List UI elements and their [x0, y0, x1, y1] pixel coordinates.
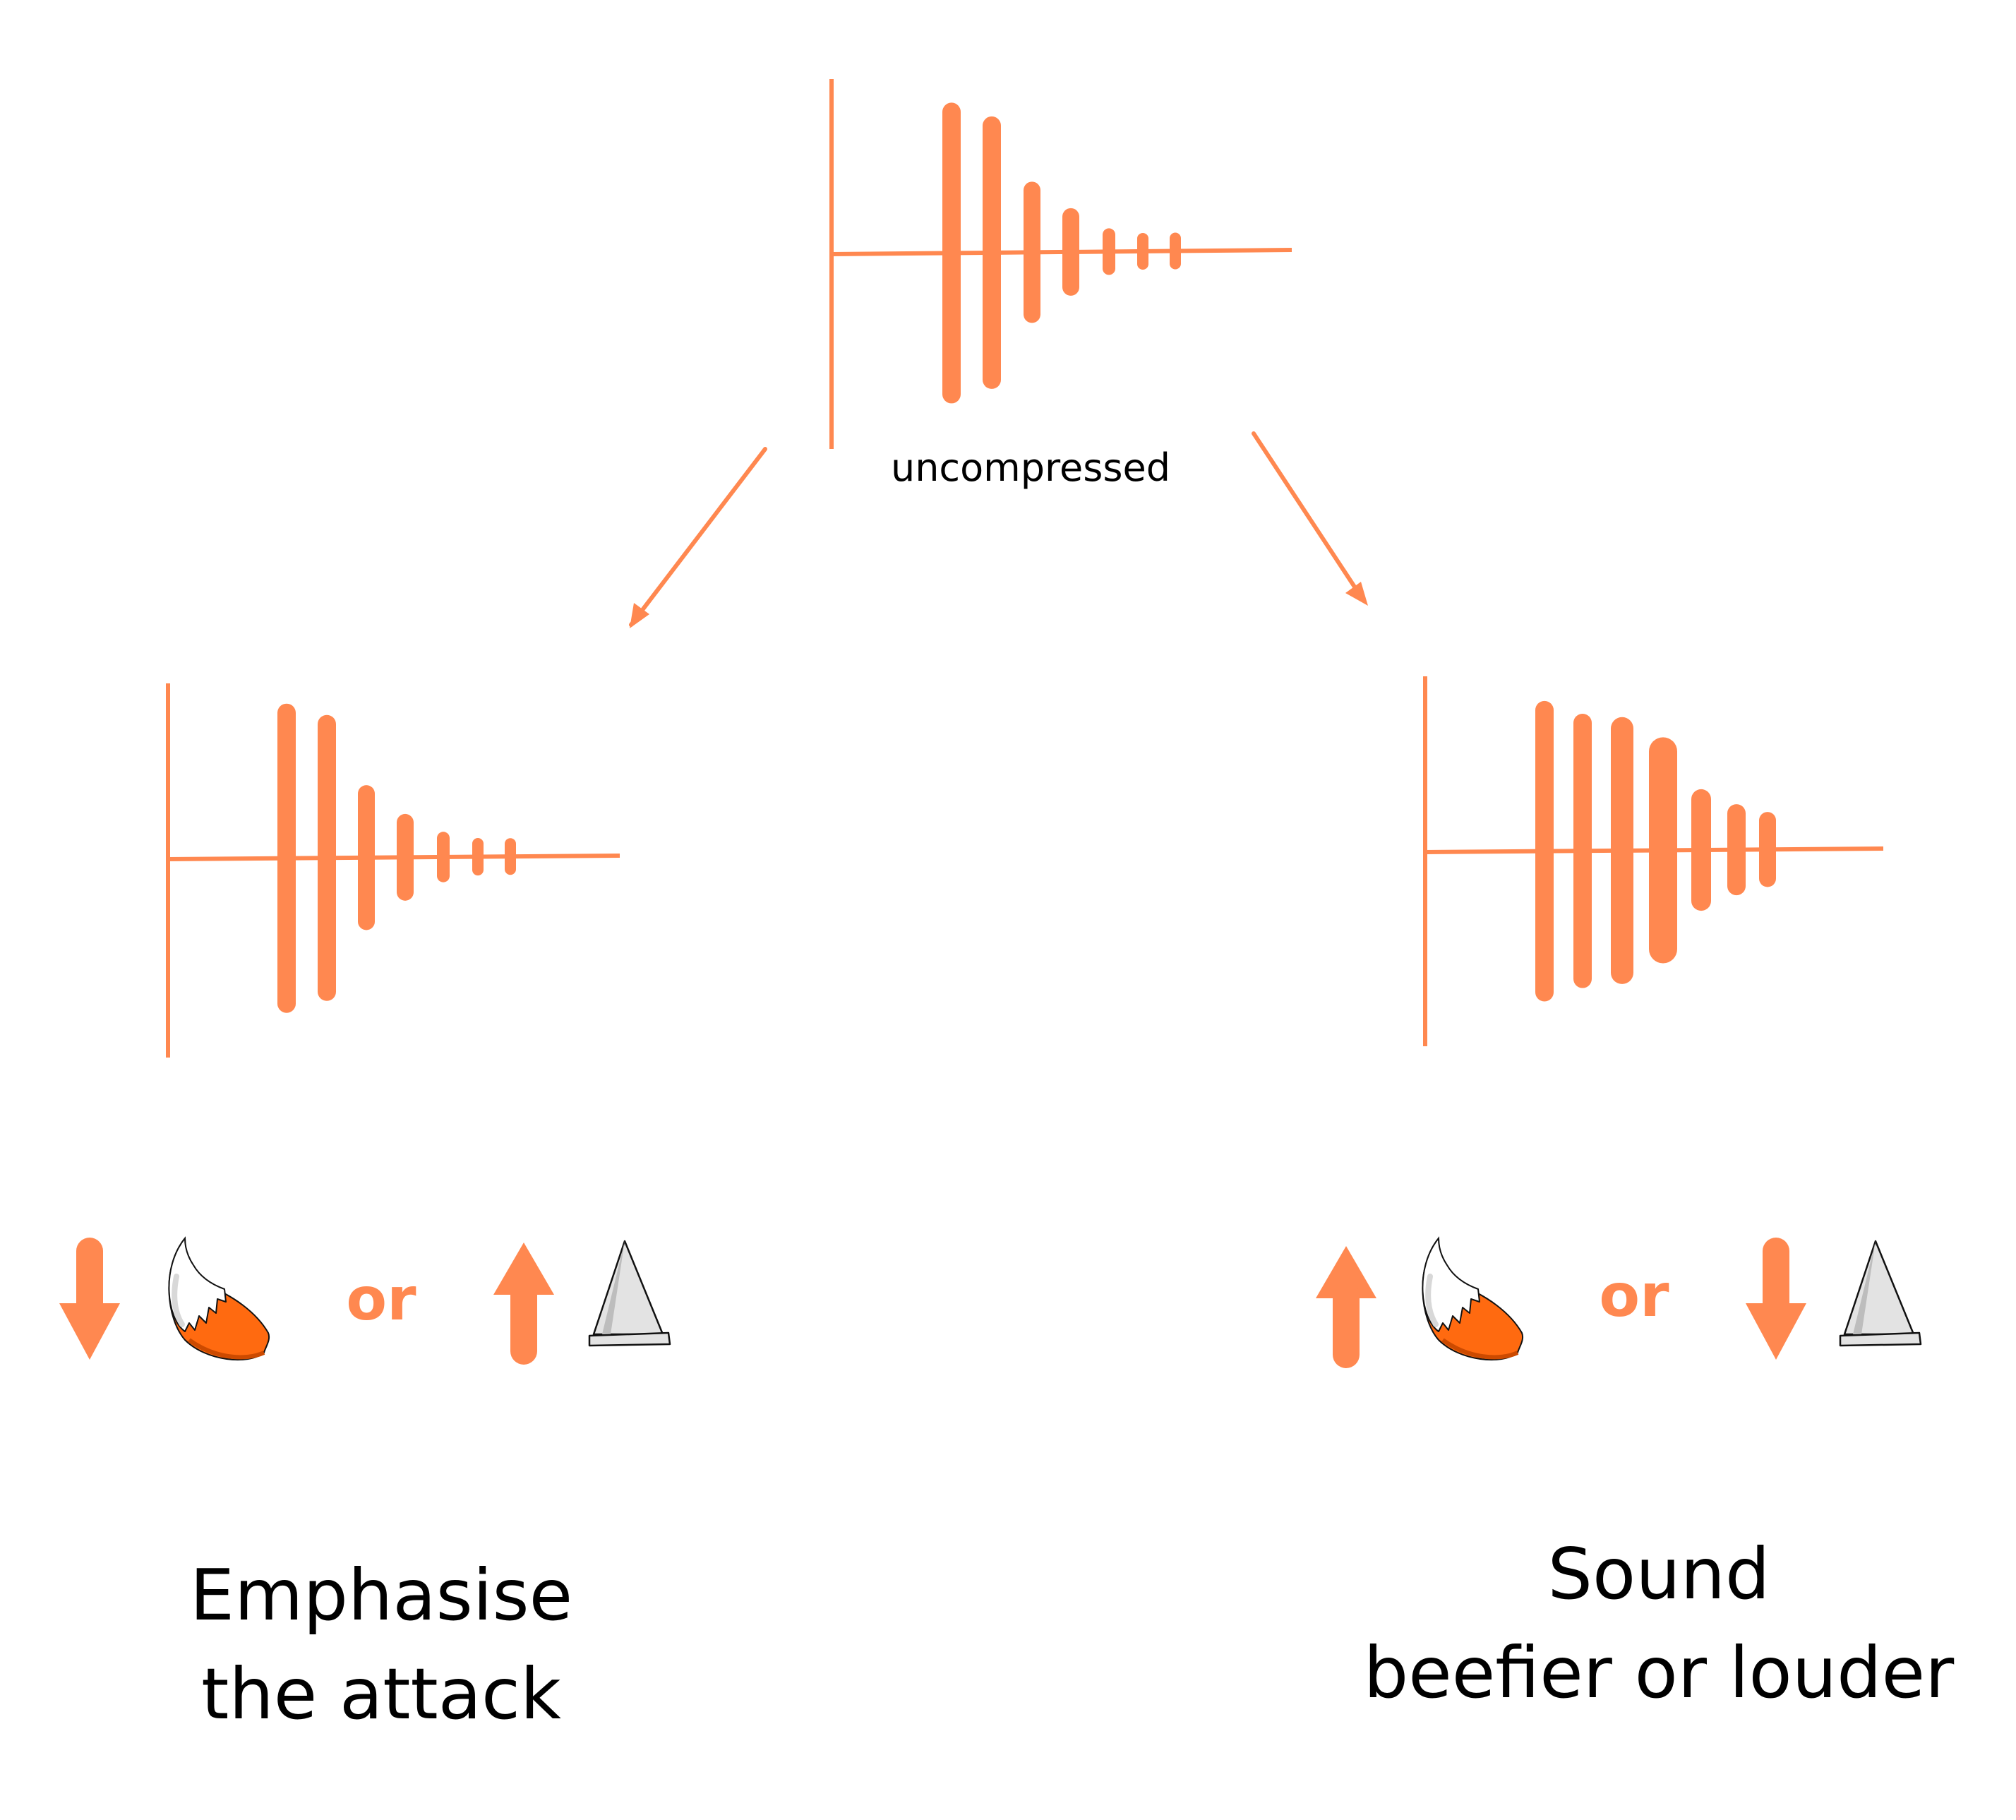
- caption-left-line2: the attack: [201, 1653, 561, 1735]
- arrow-to-beefier-head: [1345, 582, 1368, 606]
- caption-beefier: Sound beefier or louder: [1327, 1525, 1991, 1723]
- attack-up-arrow-icon: [1316, 1246, 1376, 1368]
- caption-right-line2: beefier or louder: [1363, 1632, 1955, 1714]
- or-label-left: or: [346, 1264, 416, 1334]
- waveform-uncompressed: [829, 79, 1292, 449]
- arrow-to-emphasise-attack-head: [630, 603, 649, 628]
- waveform-emphasise-attack: [166, 683, 620, 1058]
- waveform-baseline: [831, 248, 1292, 256]
- arrow-to-beefier: [1252, 431, 1364, 601]
- threshold-up-arrow-icon: [493, 1243, 554, 1365]
- caption-emphasise-attack: Emphasise the attack: [127, 1546, 635, 1744]
- attack-down-arrow-icon: [59, 1238, 120, 1360]
- fox-tail-icon: [1422, 1236, 1524, 1360]
- caption-right-line1: Sound: [1547, 1533, 1770, 1615]
- caption-left-line1: Emphasise: [189, 1554, 573, 1636]
- fox-tail-icon: [168, 1236, 270, 1360]
- uncompressed-label: uncompressed: [890, 445, 1171, 490]
- or-label-right: or: [1599, 1261, 1669, 1330]
- threshold-down-arrow-icon: [1746, 1238, 1806, 1360]
- waveform-baseline: [167, 854, 620, 861]
- cone-icon: [588, 1240, 671, 1347]
- arrow-to-emphasise-attack: [629, 447, 767, 627]
- waveform-beefier: [1423, 676, 1884, 1046]
- cone-icon: [1839, 1240, 1922, 1347]
